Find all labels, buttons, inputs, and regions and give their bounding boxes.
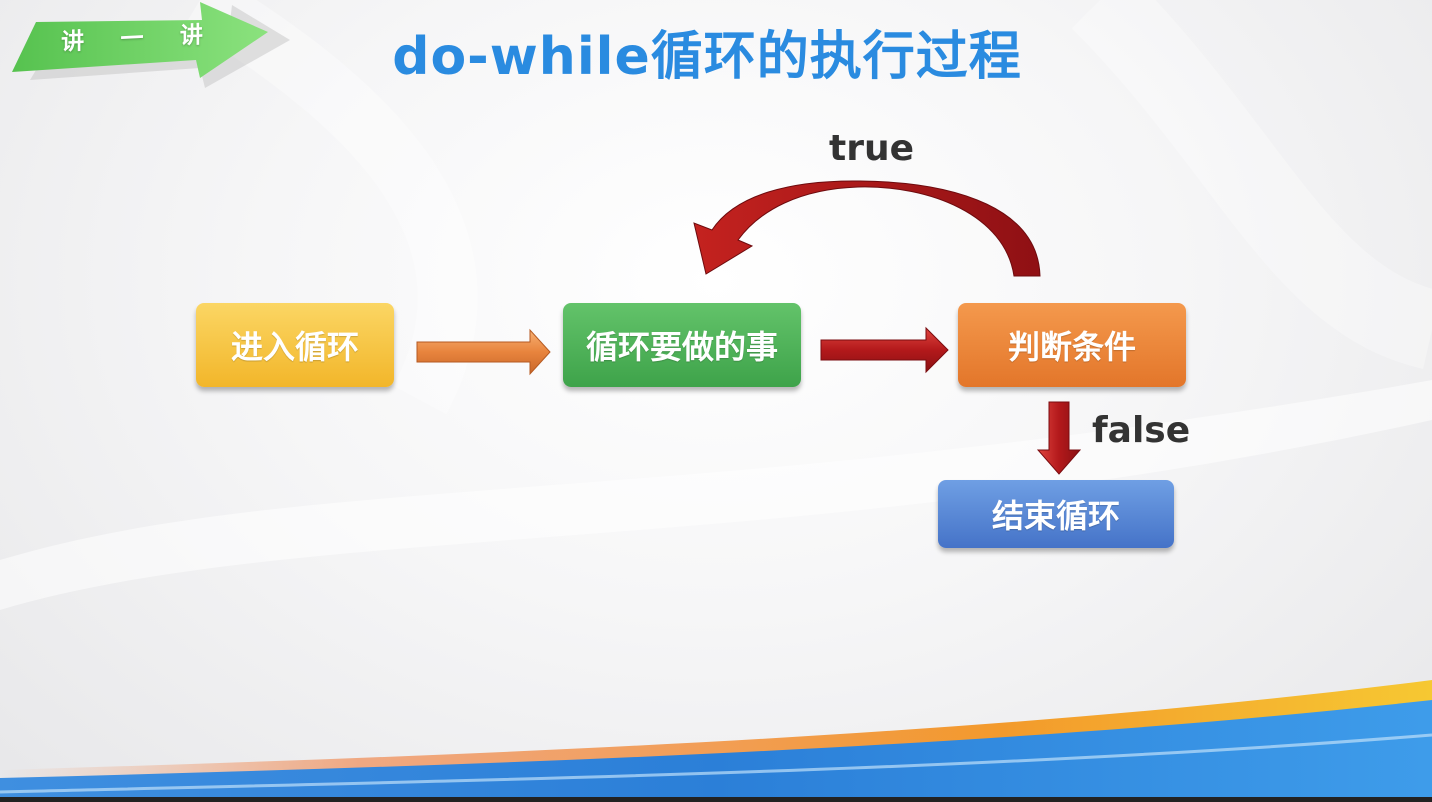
slide-title: do-while循环的执行过程 (0, 14, 1432, 89)
node-enter-loop: 进入循环 (196, 303, 394, 387)
slide-title-text: do-while循环的执行过程 (392, 27, 1022, 87)
node-end-loop: 结束循环 (938, 480, 1174, 548)
false-label: false (1092, 410, 1191, 451)
node-condition: 判断条件 (958, 303, 1186, 387)
true-label: true (829, 128, 915, 169)
node-loop-body: 循环要做的事 (563, 303, 801, 387)
